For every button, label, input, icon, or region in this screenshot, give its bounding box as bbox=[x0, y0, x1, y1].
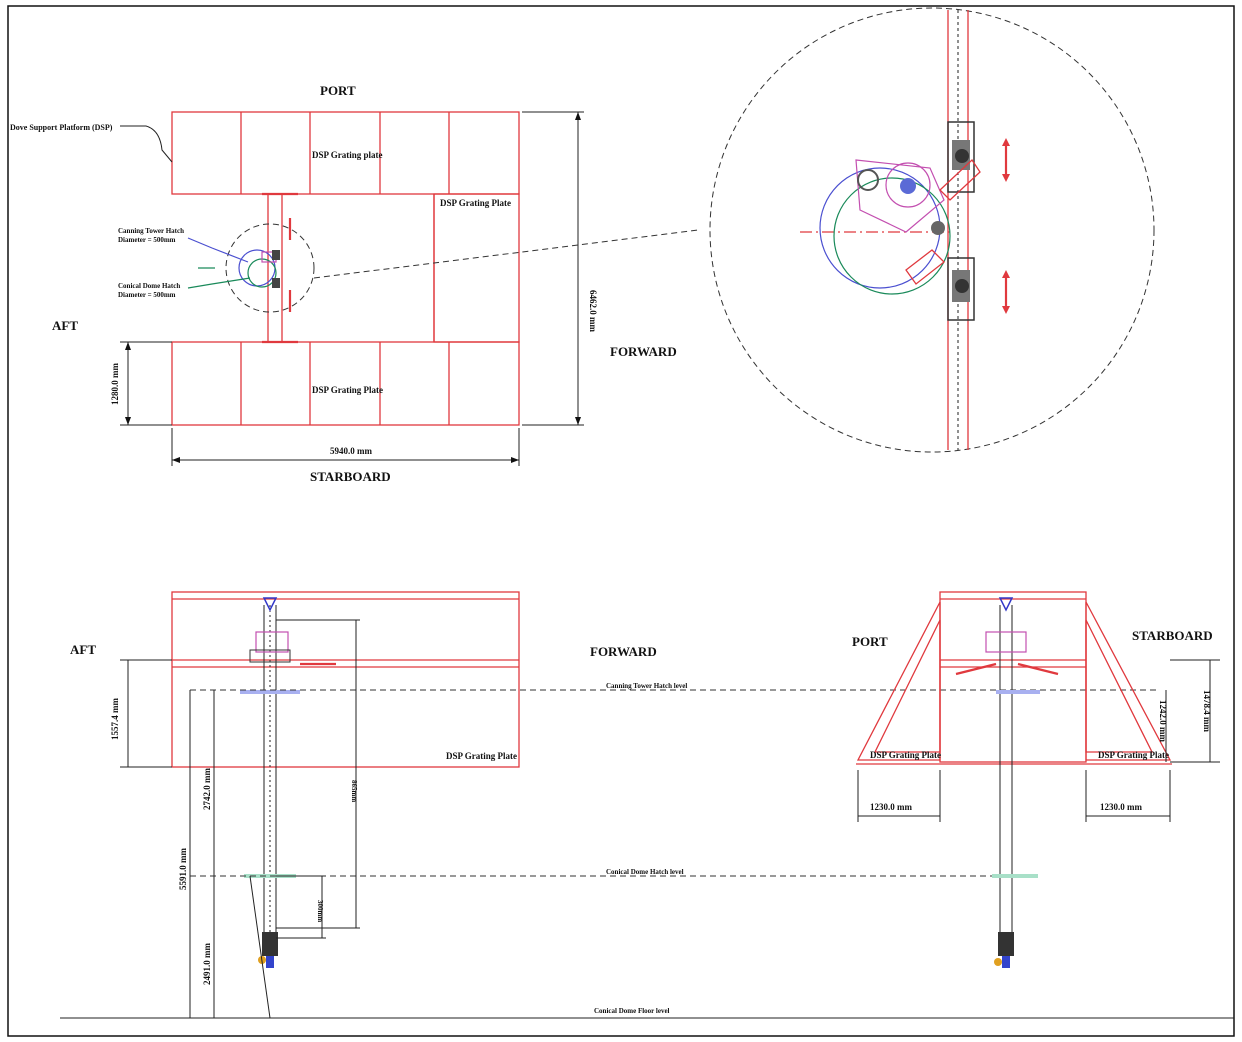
dim-height: 6462.0 mm bbox=[522, 111, 598, 426]
end-dim-left: 1230.0 mm bbox=[870, 802, 912, 812]
detail-view bbox=[709, 7, 1155, 453]
conical-hatch-outline bbox=[833, 177, 951, 295]
dim-2491-text: 2491.0 mm bbox=[202, 943, 212, 985]
dim-height-text: 6462.0 mm bbox=[588, 290, 598, 332]
plan-forward-label: FORWARD bbox=[610, 344, 677, 359]
central-beam bbox=[262, 192, 298, 344]
callout-conical-line1: Conical Dome Hatch bbox=[118, 282, 180, 290]
end-port-label: PORT bbox=[852, 634, 888, 649]
level-canning-label: Canning Tower Hatch level bbox=[606, 682, 687, 690]
dim-5591-text: 5591.0 mm bbox=[178, 848, 188, 890]
dsp-platform-label: Dove Support Platform (DSP) bbox=[10, 123, 113, 132]
plan-port-label: PORT bbox=[320, 83, 356, 98]
end-dim-right: 1230.0 mm bbox=[1100, 802, 1142, 812]
dim-small-text: 865mm bbox=[350, 780, 358, 802]
detail-circle-large bbox=[709, 7, 1155, 453]
side-grating-label: DSP Grating Plate bbox=[446, 751, 517, 761]
grating-mid-label: DSP Grating Plate bbox=[440, 198, 511, 208]
level-conical-label: Conical Dome Hatch level bbox=[606, 868, 684, 876]
detail-circle-small bbox=[225, 223, 315, 313]
side-forward-label: FORWARD bbox=[590, 644, 657, 659]
plan-starboard-label: STARBOARD bbox=[310, 469, 391, 484]
plan-view: Canning Tower Hatch Diameter = 500mm Con… bbox=[10, 83, 699, 484]
end-elevation: 1230.0 mm 1230.0 mm 1478.4 mm 1242.0 mm … bbox=[852, 591, 1220, 968]
dim-strip-text: 1280.0 mm bbox=[110, 363, 120, 405]
callout-canning-line2: Diameter = 500mm bbox=[118, 236, 176, 244]
callout-canning-line1: Canning Tower Hatch bbox=[118, 227, 184, 235]
mid-grating-plate bbox=[433, 193, 520, 343]
level-floor-label: Conical Dome Floor level bbox=[594, 1007, 670, 1015]
dim-width-text: 5940.0 mm bbox=[330, 446, 372, 456]
top-grating-strip bbox=[171, 111, 520, 195]
dim-2742-text: 2742.0 mm bbox=[202, 768, 212, 810]
callout-conical-line2: Diameter = 500mm bbox=[118, 291, 176, 299]
dim-small2-text: 300mm bbox=[316, 900, 324, 922]
grating-bottom-label: DSP Grating Plate bbox=[312, 385, 383, 395]
end-grating-left: DSP Grating Plate bbox=[870, 750, 941, 760]
drawing-frame bbox=[7, 5, 1235, 1037]
side-elevation: 1557.4 mm 2742.0 mm 5591.0 mm 2491.0 mm … bbox=[60, 591, 1234, 1019]
end-starboard-label: STARBOARD bbox=[1132, 628, 1213, 643]
dim-strip: 1280.0 mm bbox=[110, 341, 172, 426]
end-dim-1478: 1478.4 mm bbox=[1202, 690, 1212, 732]
side-aft-label: AFT bbox=[70, 642, 96, 657]
grating-top-label: DSP Grating plate bbox=[312, 150, 383, 160]
dim-1557-text: 1557.4 mm bbox=[110, 698, 120, 740]
dim-width: 5940.0 mm bbox=[171, 428, 520, 466]
plan-aft-label: AFT bbox=[52, 318, 78, 333]
bottom-grating-strip bbox=[171, 341, 520, 426]
end-grating-right: DSP Grating Plate bbox=[1098, 750, 1169, 760]
end-dim-1242: 1242.0 mm bbox=[1158, 700, 1168, 742]
